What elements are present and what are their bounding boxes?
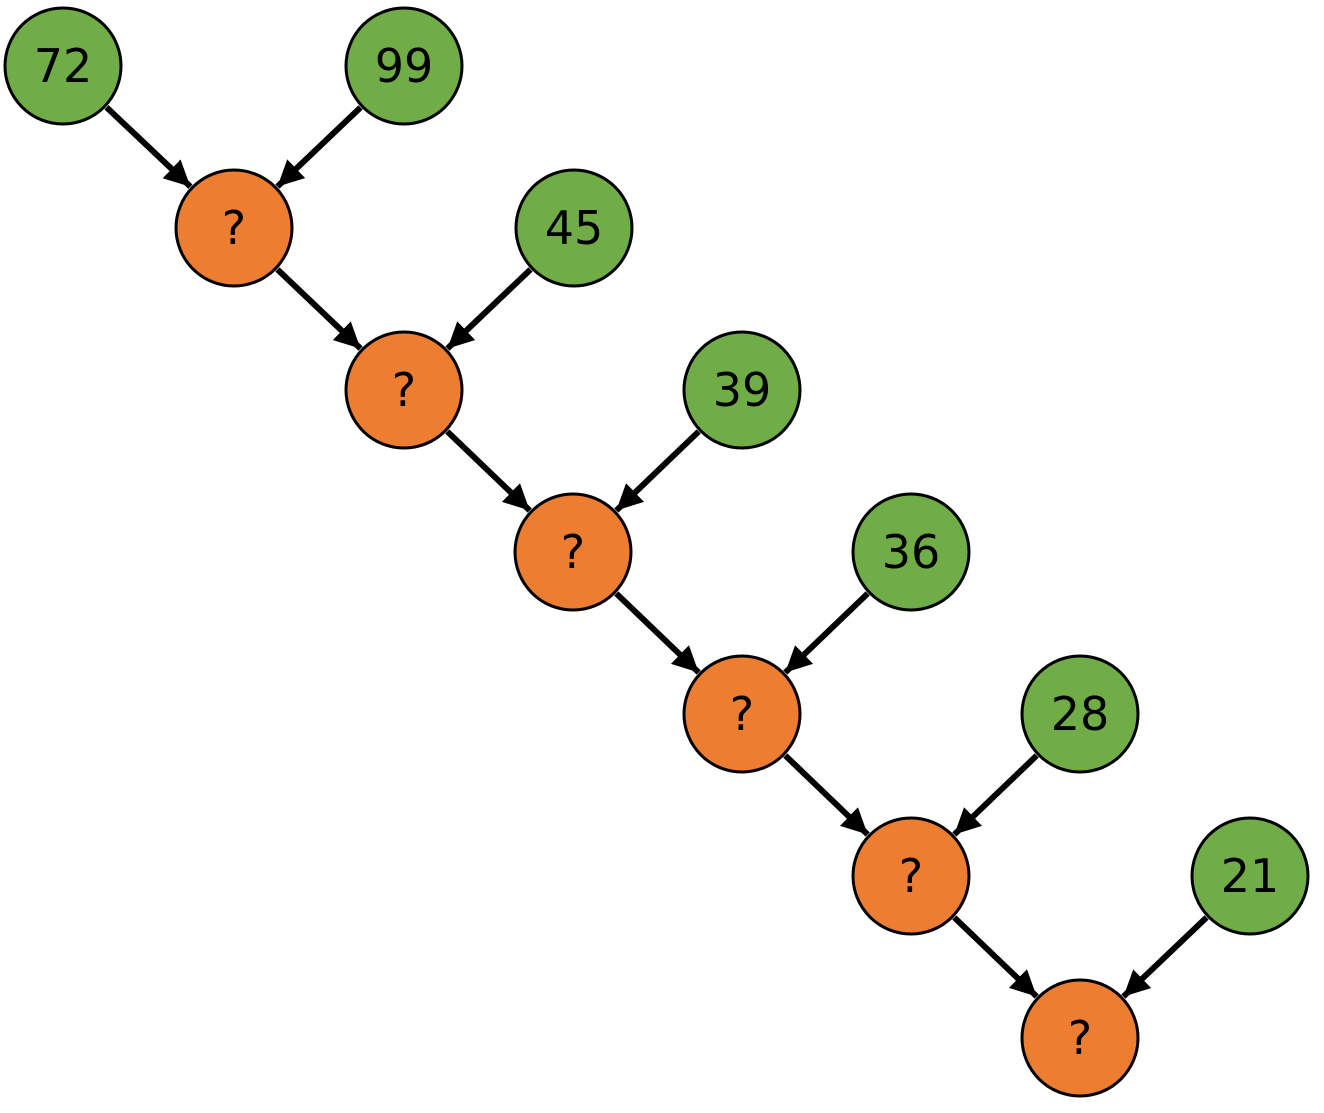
nodes-layer: 72 99 45 39 36 28 21?????? <box>3 6 1310 1098</box>
leaf-label: 72 <box>34 39 93 93</box>
leaf-circle <box>514 168 634 288</box>
edge-internal-2-to-internal-3 <box>445 429 532 513</box>
leaf-node-leaf-7: 21 <box>1190 816 1310 936</box>
leaf-node-leaf-4: 39 <box>682 330 802 450</box>
edge-internal-5-to-internal-6 <box>952 915 1039 999</box>
leaf-node-leaf-3: 45 <box>514 168 634 288</box>
edge-leaf-4-to-internal-3 <box>614 429 701 513</box>
internal-circle <box>1020 978 1140 1098</box>
internal-node-internal-1: ? <box>174 168 294 288</box>
leaf-circle <box>3 6 123 126</box>
internal-circle <box>513 492 633 612</box>
leaf-label: 39 <box>713 363 772 417</box>
leaf-label: 21 <box>1221 849 1280 903</box>
leaf-node-leaf-5: 36 <box>851 492 971 612</box>
leaf-circle <box>344 6 464 126</box>
edge-internal-1-to-internal-2 <box>275 267 363 351</box>
leaf-label: 28 <box>1051 687 1110 741</box>
edge-leaf-2-to-internal-1 <box>275 105 363 189</box>
internal-node-internal-6: ? <box>1020 978 1140 1098</box>
edge-internal-3-to-internal-4 <box>614 591 701 675</box>
internal-label: ? <box>899 849 923 903</box>
internal-circle <box>851 816 971 936</box>
edge-leaf-3-to-internal-2 <box>445 267 533 351</box>
leaf-node-leaf-6: 28 <box>1020 654 1140 774</box>
internal-node-internal-4: ? <box>682 654 802 774</box>
edge-leaf-5-to-internal-4 <box>783 591 870 675</box>
internal-node-internal-2: ? <box>344 330 464 450</box>
leaf-label: 45 <box>545 201 604 255</box>
edges-layer <box>104 105 1209 999</box>
internal-label: ? <box>222 201 246 255</box>
leaf-label: 36 <box>882 525 941 579</box>
internal-circle <box>174 168 294 288</box>
leaf-node-leaf-2: 99 <box>344 6 464 126</box>
leaf-circle <box>1190 816 1310 936</box>
edge-internal-4-to-internal-5 <box>783 753 870 837</box>
leaf-circle <box>851 492 971 612</box>
internal-label: ? <box>730 687 754 741</box>
leaf-node-leaf-1: 72 <box>3 6 123 126</box>
internal-node-internal-5: ? <box>851 816 971 936</box>
leaf-circle <box>1020 654 1140 774</box>
internal-label: ? <box>392 363 416 417</box>
edge-leaf-7-to-internal-6 <box>1121 915 1209 999</box>
internal-circle <box>344 330 464 450</box>
leaf-circle <box>682 330 802 450</box>
internal-node-internal-3: ? <box>513 492 633 612</box>
edge-leaf-6-to-internal-5 <box>952 753 1039 837</box>
internal-label: ? <box>1068 1011 1092 1065</box>
internal-circle <box>682 654 802 774</box>
internal-label: ? <box>561 525 585 579</box>
edge-leaf-1-to-internal-1 <box>104 105 193 189</box>
leaf-label: 99 <box>375 39 434 93</box>
